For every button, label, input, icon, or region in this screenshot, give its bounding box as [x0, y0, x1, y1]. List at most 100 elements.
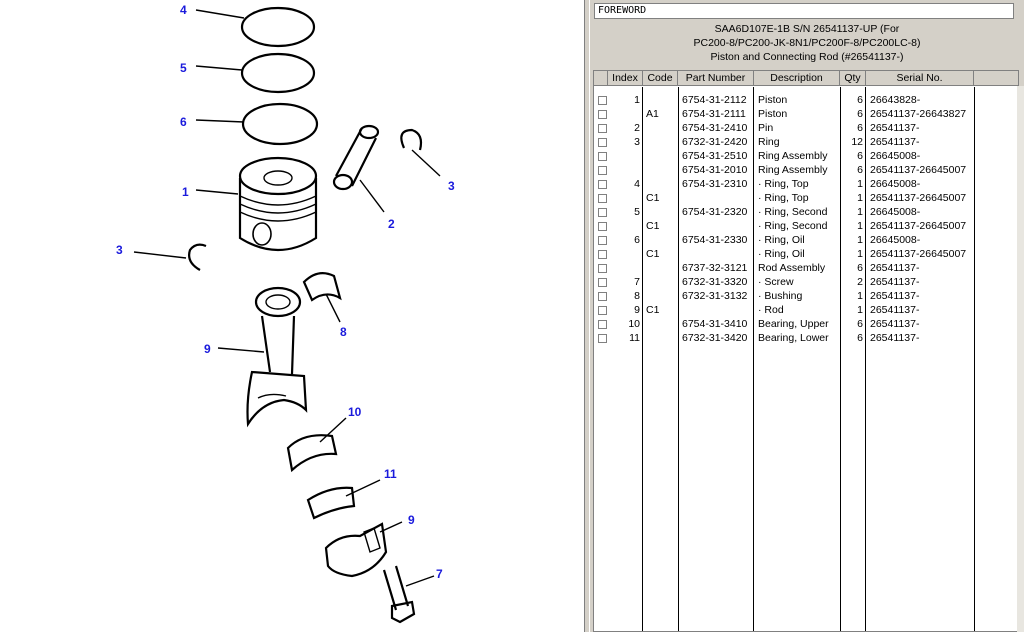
connecting-rod-drawing[interactable]	[246, 286, 308, 428]
cell-index: 3	[634, 136, 640, 148]
row-checkbox[interactable]	[598, 96, 607, 105]
snap-ring-right-drawing[interactable]	[400, 128, 423, 151]
cell-part	[682, 219, 752, 233]
col-header-serial[interactable]: Serial No.	[866, 71, 974, 86]
ring-second-drawing[interactable]	[240, 52, 316, 94]
callout-5[interactable]: 5	[180, 61, 187, 75]
callout-6[interactable]: 6	[180, 115, 187, 129]
callout-11[interactable]: 11	[384, 467, 397, 481]
scrollbar[interactable]	[1017, 86, 1024, 632]
row-checkbox[interactable]	[598, 264, 607, 273]
ring-top-drawing[interactable]	[240, 6, 316, 48]
screw-drawing[interactable]	[382, 565, 416, 624]
callout-10[interactable]: 10	[348, 405, 362, 419]
row-checkbox[interactable]	[598, 236, 607, 245]
cell-part: 6754-31-2410	[682, 122, 748, 134]
cell-part: 6754-31-2330	[682, 234, 748, 246]
cell-part: 6754-31-2320	[682, 206, 748, 218]
row-checkbox[interactable]	[598, 180, 607, 189]
cell-desc: Rod Assembly	[758, 262, 826, 274]
col-header-description[interactable]: Description	[754, 71, 840, 86]
col-header-filler	[974, 71, 1018, 86]
cell-code	[646, 205, 676, 219]
pane-splitter[interactable]	[584, 0, 590, 632]
row-checkbox[interactable]	[598, 334, 607, 343]
row-checkbox[interactable]	[598, 194, 607, 203]
cell-qty: 1	[857, 290, 863, 302]
cell-qty: 6	[857, 318, 863, 330]
piston-pin-drawing[interactable]	[332, 124, 380, 191]
piston-drawing[interactable]	[238, 156, 318, 252]
cell-qty: 1	[857, 220, 863, 232]
row-checkbox[interactable]	[598, 166, 607, 175]
col-header-index[interactable]: Index	[608, 71, 643, 86]
row-checkbox[interactable]	[598, 152, 607, 161]
callout-3-right[interactable]: 3	[448, 179, 455, 193]
section-field[interactable]: FOREWORD	[594, 3, 1014, 19]
cell-code	[646, 317, 676, 331]
cell-serial: 26541137-	[870, 122, 920, 134]
row-checkbox[interactable]	[598, 222, 607, 231]
cell-qty: 1	[857, 178, 863, 190]
col-header-qty[interactable]: Qty	[840, 71, 866, 86]
cell-index: 9	[634, 304, 640, 316]
cell-desc: · Ring, Second	[758, 206, 828, 218]
snap-ring-left-drawing[interactable]	[188, 243, 207, 271]
bearing-upper-drawing[interactable]	[286, 434, 338, 473]
cell-desc: · Ring, Second	[758, 220, 828, 232]
cell-code	[646, 177, 676, 191]
callout-2[interactable]: 2	[388, 217, 395, 231]
col-header-check[interactable]	[594, 71, 608, 86]
cell-serial: 26541137-26645007	[870, 248, 967, 260]
row-checkbox[interactable]	[598, 124, 607, 133]
col-divider	[753, 87, 754, 631]
row-checkbox[interactable]	[598, 138, 607, 147]
callout-4[interactable]: 4	[180, 3, 187, 17]
header-line-3: Piston and Connecting Rod (#26541137-)	[710, 51, 904, 63]
cell-qty: 6	[857, 332, 863, 344]
col-header-part-number[interactable]: Part Number	[678, 71, 754, 86]
row-checkbox[interactable]	[598, 250, 607, 259]
callout-9-lower[interactable]: 9	[408, 513, 415, 527]
cell-part: 6732-31-3320	[682, 276, 748, 288]
rod-cap-drawing[interactable]	[324, 522, 388, 578]
row-checkbox[interactable]	[598, 278, 607, 287]
callout-9-upper[interactable]: 9	[204, 342, 211, 356]
callout-8[interactable]: 8	[340, 325, 347, 339]
cell-code	[646, 289, 676, 303]
callout-1[interactable]: 1	[182, 185, 189, 199]
row-checkbox[interactable]	[598, 208, 607, 217]
row-checkbox[interactable]	[598, 110, 607, 119]
callout-7[interactable]: 7	[436, 567, 443, 581]
bushing-drawing[interactable]	[302, 271, 342, 302]
row-checkbox[interactable]	[598, 306, 607, 315]
callout-3-left[interactable]: 3	[116, 243, 123, 257]
cell-part: 6732-31-2420	[682, 136, 748, 148]
cell-part	[682, 191, 752, 205]
bearing-lower-drawing[interactable]	[306, 486, 356, 520]
col-header-code[interactable]: Code	[643, 71, 678, 86]
cell-desc: · Ring, Oil	[758, 234, 805, 246]
ring-oil-drawing[interactable]	[241, 102, 319, 146]
row-checkbox[interactable]	[598, 292, 607, 301]
parts-list-pane: FOREWORD SAA6D107E-1B S/N 26541137-UP (F…	[590, 0, 1024, 632]
row-checkbox[interactable]	[598, 320, 607, 329]
